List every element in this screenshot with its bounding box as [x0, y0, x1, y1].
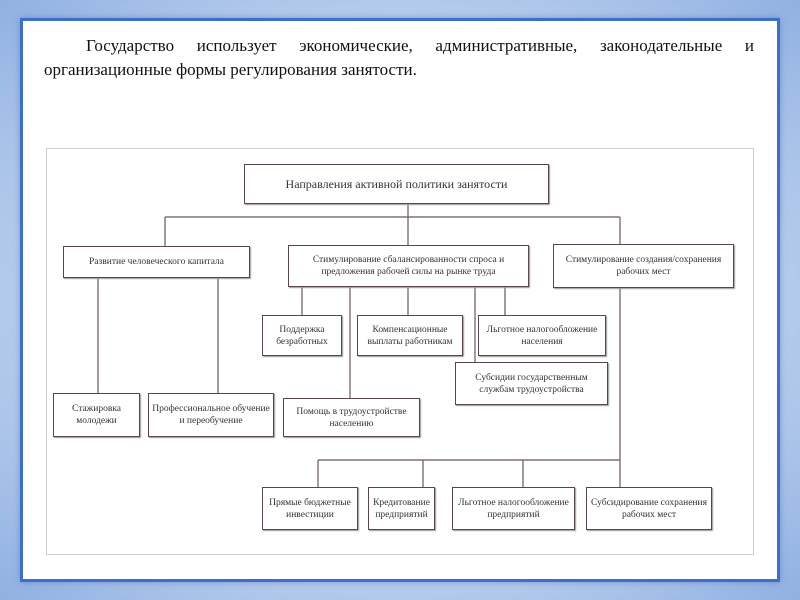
box-human-capital: Развитие человеческого капитала: [63, 246, 250, 278]
box-tax-enterprises: Льготное налогообложение предприятий: [452, 487, 575, 530]
box-internship: Стажировка молодежи: [53, 393, 140, 437]
box-jobs: Стимулирование создания/сохранения рабоч…: [553, 244, 734, 288]
box-balance: Стимулирование сбалансированности спроса…: [288, 245, 529, 287]
box-root: Направления активной политики занятости: [244, 164, 549, 204]
box-support-unemployed: Поддержка безработных: [262, 315, 342, 356]
box-training: Профессиональное обучение и переобучение: [148, 393, 274, 437]
box-subsidizing-jobs: Субсидирование сохранения рабочих мест: [586, 487, 712, 530]
box-direct-investment: Прямые бюджетные инвестиции: [262, 487, 358, 530]
intro-paragraph: Государство использует экономические, ад…: [44, 36, 754, 79]
box-compensation: Компенсационные выплаты работникам: [357, 315, 463, 356]
box-tax-population: Льготное налогообложение населения: [478, 315, 606, 356]
box-job-help: Помощь в трудоустройстве населению: [283, 398, 420, 437]
box-subsidies-services: Субсидии государственным службам трудоус…: [455, 362, 608, 405]
box-crediting: Кредитование предприятий: [368, 487, 435, 530]
